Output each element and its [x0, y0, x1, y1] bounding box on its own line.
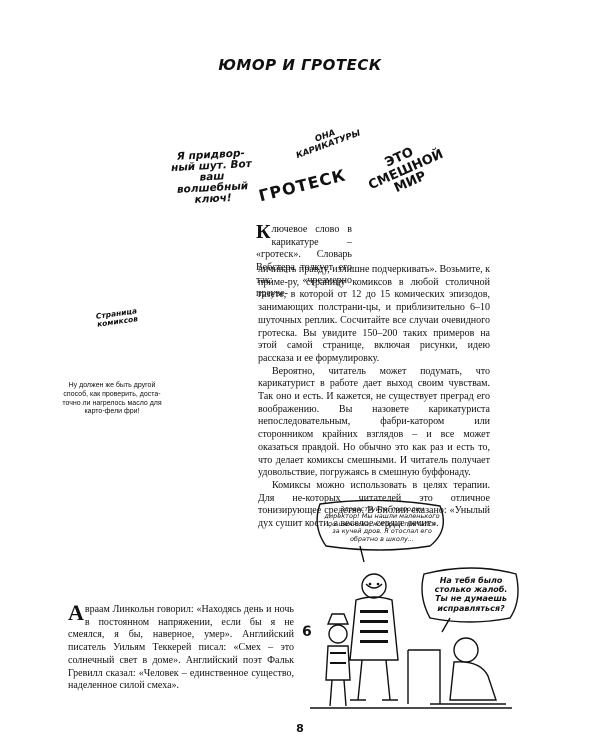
- jester-caption: Я придвор-ный шут. Вот ваш волшебный клю…: [170, 147, 253, 206]
- page-number: 8: [296, 722, 304, 735]
- main-text: личивать правду, излишне подчеркивать». …: [258, 264, 490, 531]
- panel-number: 6: [302, 624, 312, 640]
- paragraph: Комиксы можно использовать в целях терап…: [258, 479, 490, 530]
- lead-text: лючевое слово в карикатуре – «гротеск». …: [256, 224, 352, 299]
- lead-dropcap: К: [256, 221, 271, 243]
- speech-bubble-scolding: На тебя было столько жалоб. Ты не думаеш…: [434, 576, 508, 613]
- paragraph: Вероятно, читатель может подумать, что к…: [258, 365, 490, 479]
- lincoln-dropcap: А: [68, 600, 84, 625]
- speech-bubble-principal: Здравствуйте, господин директор! Мы нашл…: [324, 505, 440, 543]
- grotesk-lettering: ГРОТЕСК: [256, 165, 348, 206]
- page-title: ЮМОР И ГРОТЕСК: [218, 56, 382, 74]
- funny-world-lettering: ЭТО СМЕШНОЙ МИР: [366, 144, 446, 197]
- paragraph: личивать правду, излишне подчеркивать». …: [258, 264, 490, 364]
- fries-caption: Ну должен же быть другой способ, как про…: [62, 382, 162, 416]
- cartoon-illustration: Здравствуйте, господин директор! Мы нашл…: [290, 500, 522, 718]
- cartoons-caption: ОНА КАРИКАТУРЫ: [294, 128, 362, 161]
- lincoln-text: враам Линкольн говорил: «Находясь день и…: [68, 604, 294, 692]
- cartoon-drawing: [310, 500, 519, 709]
- comics-page-caption: Страница комиксов: [95, 306, 139, 329]
